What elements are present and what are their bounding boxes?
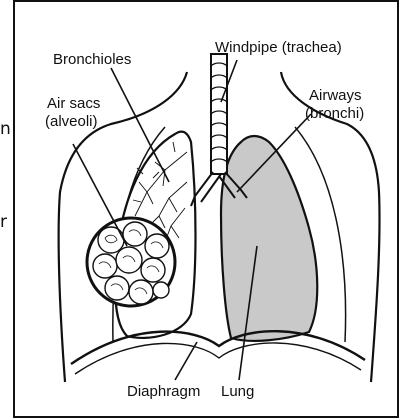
label-bronchioles: Bronchioles (53, 51, 131, 68)
label-windpipe: Windpipe (trachea) (215, 39, 342, 56)
label-air-sacs-line1: Air sacs (47, 95, 100, 112)
diaphragm (71, 331, 365, 364)
label-airways-line2: (bronchi) (305, 105, 364, 122)
cropped-text-fragment-top: n (0, 121, 11, 138)
trachea (211, 54, 227, 174)
diaphragm-inner (75, 343, 361, 374)
label-air-sacs-line2: (alveoli) (45, 113, 98, 130)
label-airways-line1: Airways (309, 87, 362, 104)
cropped-text-fragment-bottom: r (0, 214, 7, 231)
lungs-diagram-frame: Bronchioles Windpipe (trachea) Air sacs … (13, 0, 399, 418)
lungs-diagram: Bronchioles Windpipe (trachea) Air sacs … (15, 2, 397, 416)
right-lung (221, 136, 317, 341)
label-lung: Lung (221, 383, 254, 400)
label-diaphragm: Diaphragm (127, 383, 200, 400)
